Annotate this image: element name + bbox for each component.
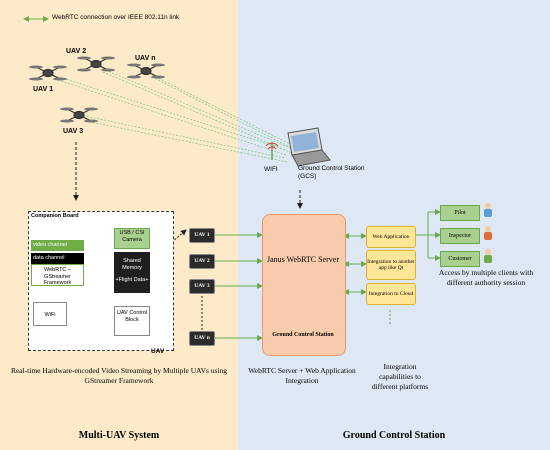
shared-memory-box: Shared Memory +Flight Data+ — [114, 252, 150, 293]
wifi-antenna-icon — [265, 142, 279, 160]
another-app-box: Integration to another app like Qt — [366, 250, 416, 280]
inspector-box: Inspector — [440, 228, 480, 244]
legend-text: WebRTC connection over IEEE 802.11n link — [52, 14, 180, 21]
person-icon — [484, 203, 492, 263]
drone-icon — [29, 56, 165, 123]
companion-board-title: Companion Board — [31, 213, 79, 219]
access-text: Access by multiple clients with differen… — [438, 268, 534, 287]
uav1-label: UAV 1 — [33, 86, 54, 93]
uav-box-3: UAV 3 — [189, 279, 215, 294]
flight-data-label: +Flight Data+ — [115, 277, 149, 284]
uav-box-1: UAV 1 — [189, 228, 215, 243]
pilot-box: Pilot — [440, 205, 480, 221]
multi-uav-title: Multi-UAV System — [78, 430, 160, 441]
uav3-label: UAV 3 — [63, 128, 84, 135]
data-channel: data channel — [31, 253, 84, 264]
wifi-label: WIFI — [264, 166, 278, 173]
middle-caption: WebRTC Server + Web Application Integrat… — [248, 366, 356, 386]
uav-board-label: UAV — [151, 348, 165, 355]
ground-station-title: Ground Control Station — [342, 430, 446, 441]
customer-box: Customer — [440, 251, 480, 267]
uavn-label: UAV n — [135, 55, 156, 62]
uav2-label: UAV 2 — [66, 48, 87, 55]
wifi-box: WiFi — [33, 302, 67, 326]
uav-box-2: UAV 2 — [189, 254, 215, 269]
video-channel: video channel — [31, 240, 84, 251]
framework-box: WebRTC – GStreamer Framework — [31, 264, 84, 286]
control-block-box: UAV Control Block — [114, 306, 150, 336]
janus-server — [262, 214, 346, 356]
laptop-icon — [287, 127, 331, 167]
right-caption: Integration capabilities to different pl… — [371, 362, 429, 392]
shared-memory-label: Shared Memory — [122, 258, 142, 272]
web-application-box: Web Application — [366, 226, 416, 248]
left-caption: Real-time Hardware-encoded Video Streami… — [10, 366, 228, 386]
server-title: Janus WebRTC Server — [266, 255, 340, 264]
gcs-label: Ground Control Station (GCS) — [298, 165, 365, 181]
cloud-box: Integration to Cloud — [366, 283, 416, 305]
uav-box-n: UAV n — [189, 331, 215, 346]
wireless-links — [49, 65, 297, 163]
usb-camera-box: USB / CSI Camera — [114, 228, 150, 249]
server-footer: Ground Control Station — [272, 332, 334, 338]
